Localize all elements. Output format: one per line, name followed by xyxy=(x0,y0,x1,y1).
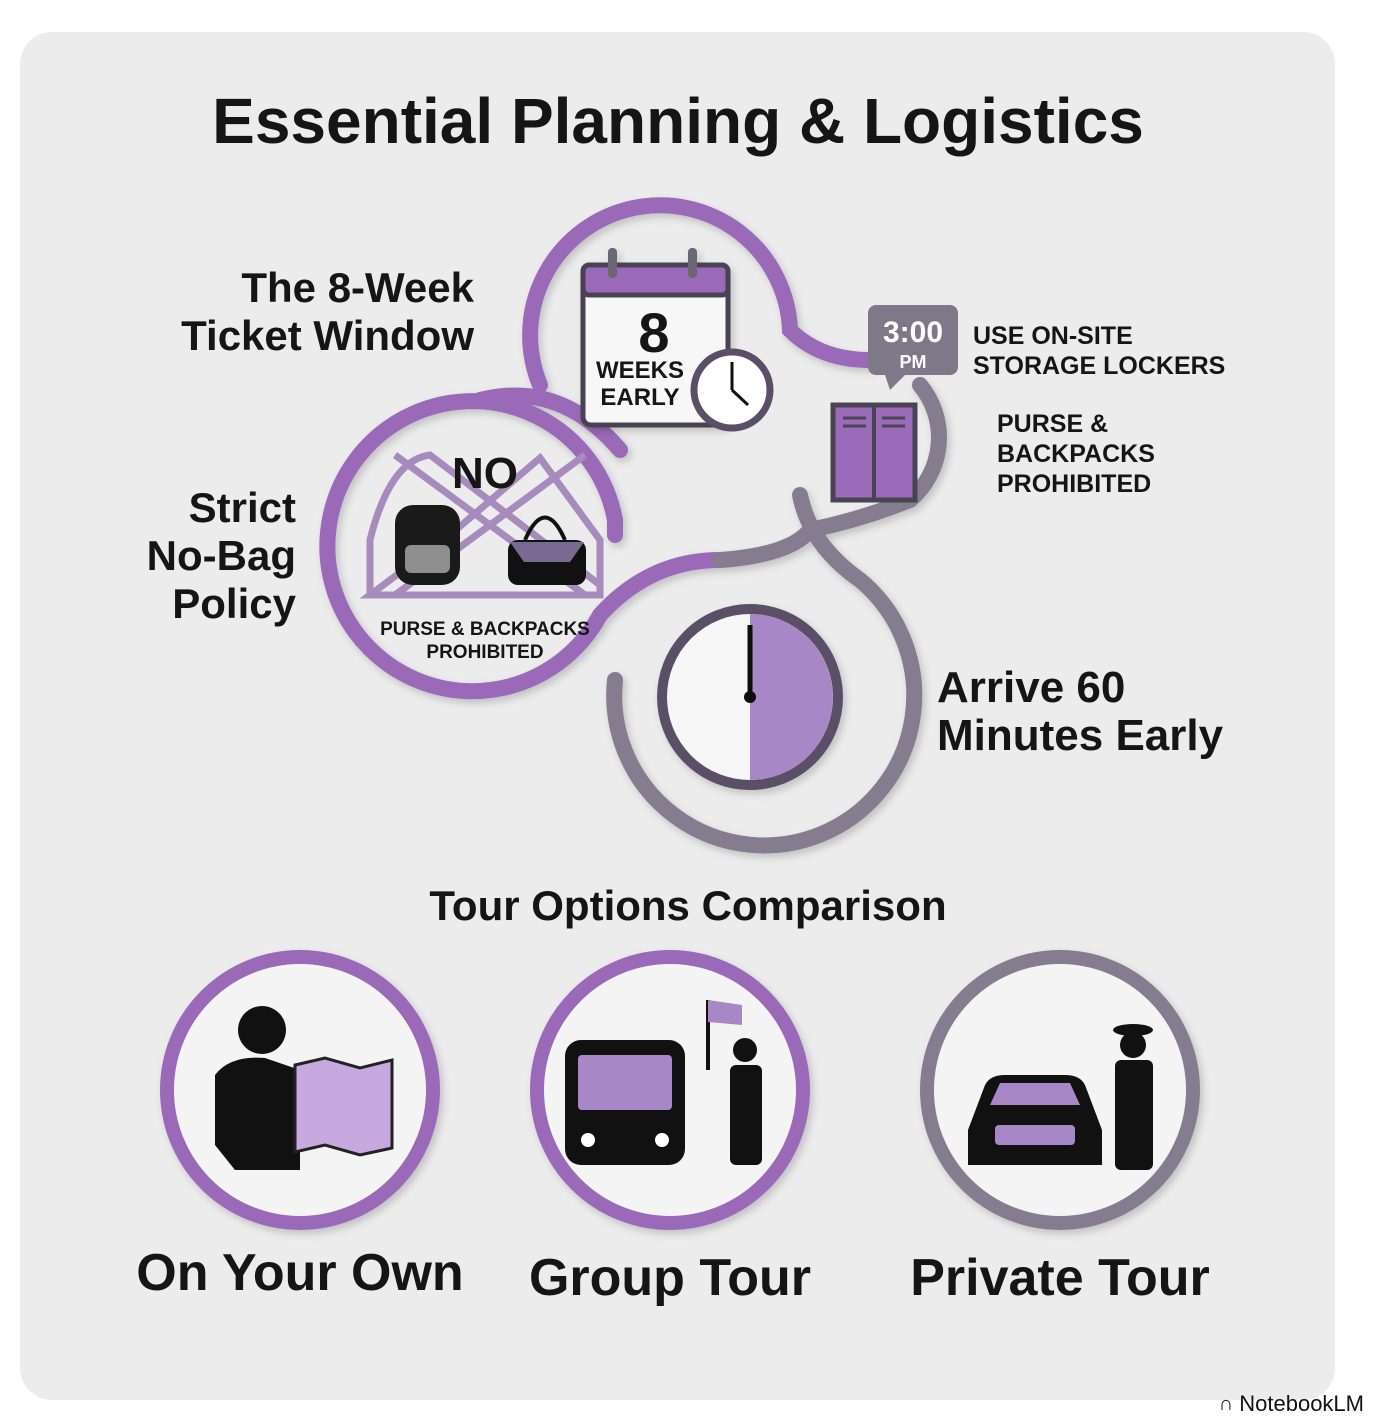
lockers-note1: PURSE & xyxy=(997,410,1108,438)
half-hour-clock-icon xyxy=(657,604,843,790)
no-bag-line2: No-Bag xyxy=(147,532,296,579)
calendar-number: 8 xyxy=(638,301,669,364)
notebooklm-brand: ∩ NotebookLM xyxy=(1219,1391,1364,1417)
tour-label-on-your-own: On Your Own xyxy=(136,1244,463,1302)
ticket-window-line1: The 8-Week xyxy=(241,264,474,311)
lockers-line2: STORAGE LOCKERS xyxy=(973,352,1225,380)
tour-heading: Tour Options Comparison xyxy=(429,882,946,929)
time-text: 3:00 xyxy=(883,316,943,349)
backpack-icon xyxy=(395,505,460,585)
ampm-text: PM xyxy=(900,352,927,372)
no-bag-line3: Policy xyxy=(172,580,296,627)
arrive-line2: Minutes Early xyxy=(937,711,1224,760)
arrive-line1: Arrive 60 xyxy=(937,663,1125,712)
no-bag-line1: Strict xyxy=(189,484,296,531)
lockers-ring xyxy=(712,377,947,568)
page-title: Essential Planning & Logistics xyxy=(212,85,1144,157)
brand-text: NotebookLM xyxy=(1239,1391,1364,1416)
lockers-note2: BACKPACKS xyxy=(997,440,1155,468)
time-speech-bubble: 3:00 PM xyxy=(868,305,958,390)
no-label: NO xyxy=(452,449,518,498)
calendar-early: EARLY xyxy=(600,384,679,411)
traveler-with-map-icon xyxy=(215,1006,394,1170)
no-bag-caption-line1: PURSE & BACKPACKS xyxy=(380,619,590,640)
calendar-weeks: WEEKS xyxy=(596,357,684,384)
car-with-chauffeur-icon xyxy=(968,1024,1153,1170)
arrive-ring xyxy=(606,487,923,854)
calendar-icon: 8 WEEKS EARLY xyxy=(580,248,731,428)
lockers-note3: PROHIBITED xyxy=(997,470,1151,498)
notebooklm-logo-icon: ∩ xyxy=(1218,1392,1234,1415)
ticket-window-line2: Ticket Window xyxy=(181,312,474,359)
bus-with-guide-icon xyxy=(565,1000,762,1165)
no-bag-ring xyxy=(319,393,728,700)
tour-label-private: Private Tour xyxy=(910,1249,1210,1307)
ticket-window-ring xyxy=(522,197,878,393)
tour-label-group: Group Tour xyxy=(529,1249,811,1307)
clock-icon xyxy=(690,348,774,432)
no-bag-caption-line2: PROHIBITED xyxy=(426,642,543,663)
locker-icon xyxy=(830,402,918,503)
handbag-icon xyxy=(508,515,586,585)
lockers-line1: USE ON-SITE xyxy=(973,322,1133,350)
